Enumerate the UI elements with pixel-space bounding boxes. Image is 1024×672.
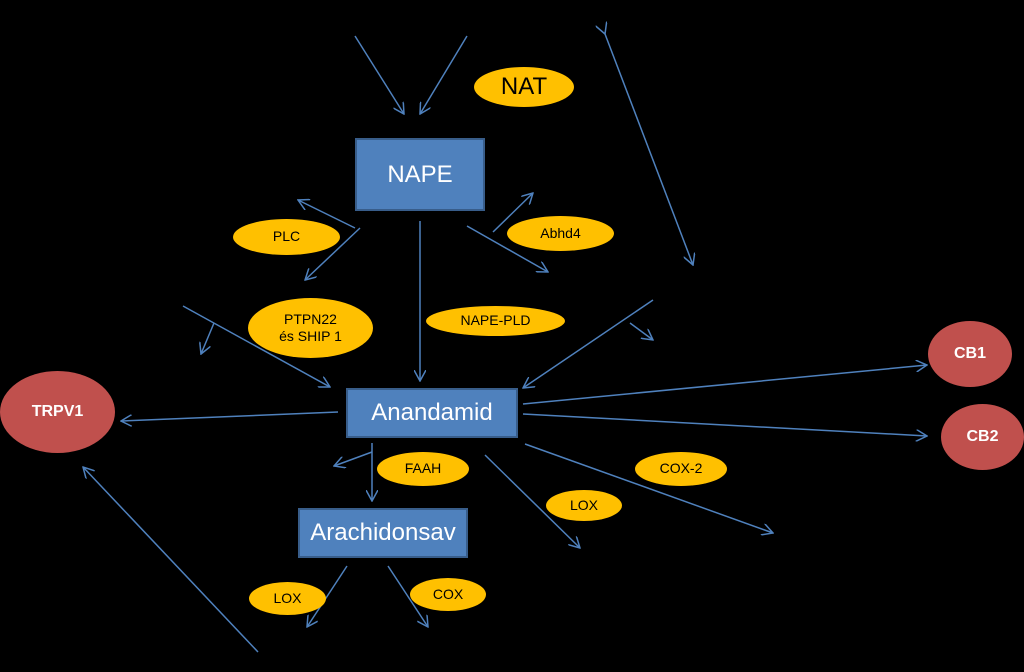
plc-enzyme: PLC [233,219,340,255]
arrow-abhd4-down [466,225,548,272]
anandamid-box: Anandamid [346,388,518,438]
cox2-label: COX-2 [659,460,703,477]
anandamid-label: Anandamid [371,399,493,426]
arrow-ptpn22-to-anandamid [182,305,330,387]
arrow-into-nape-right [420,35,468,114]
cox-enzyme: COX [410,578,486,611]
arrow-anandamid-cox2 [524,443,773,533]
arrow-plc-down [305,227,361,280]
arrow-long-to-trpv1 [83,467,259,653]
arrow-ptpn22-side [201,322,215,354]
faah-enzyme: FAAH [377,452,469,486]
trpv1-label: TRPV1 [31,403,84,420]
arrow-faah-side [334,451,373,466]
ptpn22-label: PTPN22 és SHIP 1 [279,310,342,345]
nape-pld-enzyme: NAPE-PLD [426,306,565,336]
arrow-anandamid-to-trpv1 [121,411,339,421]
nape-label: NAPE [387,160,453,188]
cox2-enzyme: COX-2 [635,452,727,486]
lox-lower-label: LOX [273,589,302,606]
cb2-receptor: CB2 [941,404,1024,470]
abhd4-label: Abhd4 [540,224,581,241]
cox-label: COX [432,585,464,602]
ptpn22-enzyme: PTPN22 és SHIP 1 [248,298,373,358]
arrow-anandamid-to-cb2 [522,413,927,436]
arrow-into-nape-left [354,35,404,114]
cb1-label: CB1 [953,345,986,362]
arrow-abhd4-up [492,193,533,233]
arachidonsav-label: Arachidonsav [310,519,456,546]
arrow-arachidonsav-cox [387,565,428,627]
trpv1-receptor: TRPV1 [0,371,115,453]
arrow-anandamid-to-cb1 [522,365,927,405]
nape-box: NAPE [355,138,485,211]
arrow-arachidonsav-lox [307,565,348,627]
arrow-plc-up [298,200,356,229]
arachidonsav-box: Arachidonsav [298,508,468,558]
nat-enzyme: NAT [474,67,574,107]
abhd4-enzyme: Abhd4 [507,216,614,251]
lox-upper-label: LOX [569,496,598,513]
faah-label: FAAH [404,460,442,477]
arrow-long-bidirectional [605,34,693,265]
nat-label: NAT [500,73,548,100]
arrow-right-side [629,322,653,340]
arrow-anandamid-lox [484,454,580,548]
arrow-right-into-anandamid [523,299,654,388]
nape-pld-label: NAPE-PLD [460,312,531,329]
plc-label: PLC [272,228,301,245]
lox-upper-enzyme: LOX [546,490,622,521]
cb2-label: CB2 [966,428,999,445]
cb1-receptor: CB1 [928,321,1012,387]
lox-lower-enzyme: LOX [249,582,326,615]
